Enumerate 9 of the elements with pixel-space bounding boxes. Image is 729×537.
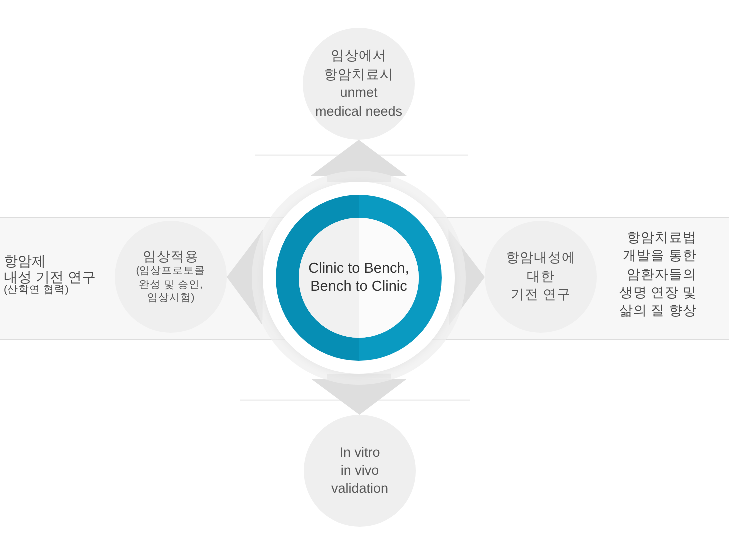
hub-label: Clinic to Bench, Bench to Clinic xyxy=(308,260,410,296)
band-text: 항암제 내성 기전 연구 xyxy=(4,254,96,285)
circle-label: In vitro in vivo validation xyxy=(331,444,389,498)
circle-label: 항암내성에 대한 기전 연구 xyxy=(506,249,576,304)
circle-label: 임상적용 xyxy=(143,248,199,266)
circle-label: 임상에서 항암치료시 unmet medical needs xyxy=(315,47,403,120)
band-text: 항암치료법 개발을 통한 암환자들의 생명 연장 및 삶의 질 향상 xyxy=(619,229,697,320)
band-note: (산학연 협력) xyxy=(4,284,69,297)
circle-note: (임상프로토콜 완성 및 승인, 임상시험) xyxy=(136,265,206,306)
